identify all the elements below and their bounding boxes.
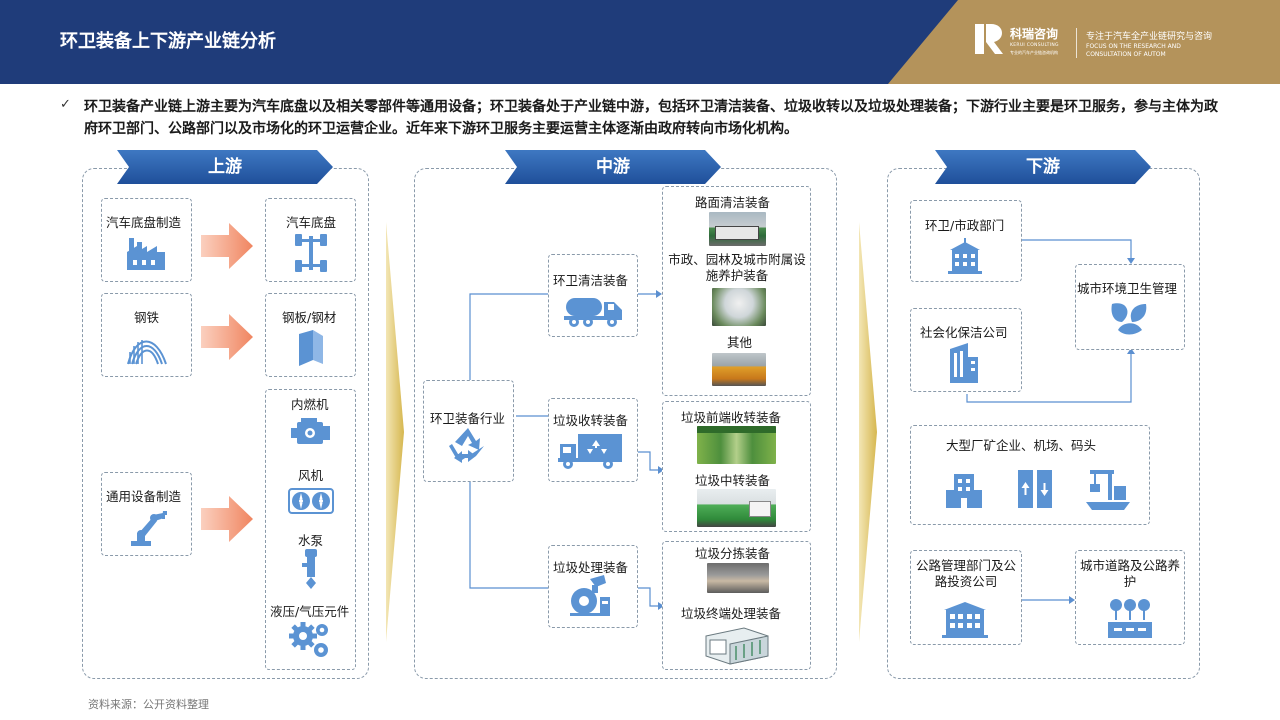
brand-name: 科瑞咨询	[1010, 27, 1059, 41]
midstream-branch-label: 环卫清洁装备	[553, 273, 629, 288]
equipment-item-label: 其他	[727, 335, 753, 350]
midstream-branch-label: 垃圾收转装备	[553, 413, 629, 428]
gears-icon	[289, 622, 328, 657]
upstream-target-label: 汽车底盘	[286, 215, 337, 230]
downstream-node-label: 大型厂矿企业、机场、码头	[946, 438, 1097, 453]
arrow-right-icon	[201, 223, 253, 269]
chevron-right-icon	[859, 222, 877, 642]
recycle-icon	[449, 428, 484, 463]
road-maintenance-icon	[1108, 599, 1152, 638]
upstream-banner: 上游	[117, 150, 333, 184]
check-icon: ✓	[60, 97, 71, 112]
fan-icon	[288, 488, 334, 514]
equipment-item-label: 路面清洁装备	[695, 195, 771, 210]
chassis-icon	[295, 234, 327, 272]
downstream-node-label: 城市环境卫生管理	[1077, 281, 1178, 296]
elevator-icon	[1018, 470, 1052, 508]
downstream-node-label: 城市道路及公路养护	[1079, 558, 1180, 589]
brand-small-text: 专业的汽车产业链咨询机构	[1010, 50, 1058, 55]
garbage-truck-icon	[558, 434, 622, 469]
brand-divider	[1076, 28, 1077, 58]
midstream-root-label: 环卫装备行业	[430, 411, 506, 426]
pump-icon	[302, 549, 317, 589]
equipment-item-label: 垃圾终端处理装备	[681, 606, 782, 621]
midstream-banner: 中游	[505, 150, 721, 184]
downstream-node-box	[1075, 264, 1185, 350]
spray-vehicle-photo	[712, 288, 766, 326]
sweeper-truck-photo	[709, 212, 766, 246]
arrow-right-icon	[201, 496, 253, 542]
factory-icon	[127, 238, 165, 270]
equipment-item-label: 垃圾中转装备	[695, 473, 771, 488]
brand-tagline: 专注于汽车全产业链研究与咨询	[1086, 32, 1213, 42]
downstream-connectors	[966, 239, 1135, 604]
downstream-node-label: 环卫/市政部门	[925, 218, 1005, 233]
brand-tagline-en: FOCUS ON THE RESEARCH AND CONSULTATION O…	[1086, 43, 1181, 58]
engine-icon	[291, 418, 330, 444]
brand-en: KERUI CONSULTING	[1010, 43, 1059, 48]
brand-logo-icon	[975, 24, 1003, 54]
equipment-item-label: 垃圾前端收转装备	[681, 410, 782, 425]
upstream-source-label: 通用设备制造	[106, 489, 182, 504]
tanker-truck-icon	[564, 298, 622, 327]
steel-icon	[127, 340, 167, 365]
midstream-branch-box	[548, 254, 638, 337]
collection-station-photo	[697, 426, 776, 464]
page-title: 环卫装备上下游产业链分析	[60, 31, 276, 52]
office-tower-icon	[950, 343, 978, 383]
treatment-plant-photo	[705, 627, 769, 665]
government-building-icon	[948, 238, 982, 274]
service-truck-photo	[712, 353, 766, 386]
leaves-icon	[1111, 303, 1147, 335]
steel-plate-icon	[299, 330, 323, 366]
highway-office-icon	[942, 602, 988, 638]
processing-machine-icon	[570, 575, 610, 616]
upstream-source-label: 钢铁	[134, 310, 160, 325]
downstream-node-label: 公路管理部门及公路投资公司	[915, 558, 1016, 589]
upstream-target-label: 液压/气压元件	[270, 604, 350, 619]
header-gold-band	[888, 0, 1280, 84]
transfer-truck-photo	[697, 489, 776, 527]
upstream-target-label: 钢板/钢材	[282, 310, 337, 325]
downstream-banner: 下游	[935, 150, 1151, 184]
arrow-right-icon	[201, 314, 253, 360]
midstream-branch-label: 垃圾处理装备	[553, 560, 629, 575]
equipment-item-label: 垃圾分拣装备	[695, 546, 771, 561]
factory-building-icon	[946, 474, 982, 508]
upstream-source-label: 汽车底盘制造	[106, 215, 182, 230]
upstream-target-label: 水泵	[298, 533, 324, 548]
sorting-line-photo	[707, 563, 769, 593]
chevron-right-icon	[386, 222, 404, 642]
equipment-item-label: 市政、园林及城市附属设施养护装备	[668, 252, 806, 283]
upstream-target-label: 风机	[298, 468, 324, 483]
port-crane-icon	[1086, 470, 1130, 510]
upstream-target-label: 内燃机	[291, 397, 329, 412]
source-note: 资料来源：公开资料整理	[88, 698, 209, 711]
downstream-node-label: 社会化保洁公司	[920, 325, 1008, 340]
upstream-source-box	[101, 293, 192, 377]
intro-text: 环卫装备产业链上游主要为汽车底盘以及相关零部件等通用设备；环卫装备处于产业链中游…	[84, 99, 1218, 137]
robot-arm-icon	[131, 511, 167, 546]
